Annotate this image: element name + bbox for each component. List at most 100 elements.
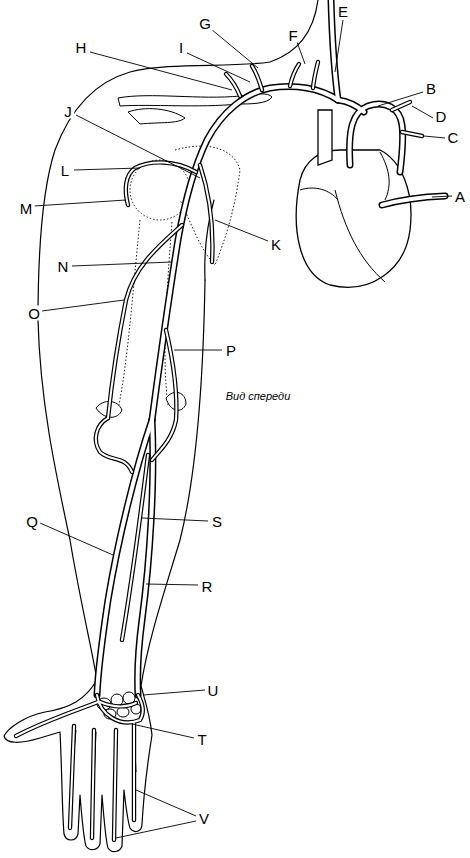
artery [114,730,116,840]
artery [122,455,148,640]
artery [252,66,262,90]
artery [16,702,98,736]
metacarpal-bones [72,728,136,782]
callout-letter: V [197,811,211,826]
leader-line [297,42,305,64]
artery [70,726,74,828]
artery [313,62,318,88]
callout-letter: G [197,16,213,31]
artery [92,730,94,838]
callout-letter: C [446,130,461,145]
leader-line [116,821,196,838]
leader-line [143,690,205,695]
callout-letter: Q [24,514,40,529]
carpal-bones [97,692,141,719]
callout-letter: B [424,81,438,96]
leader-line [335,20,343,72]
artery [152,87,338,421]
callout-letter: T [195,732,208,747]
artery [382,196,445,205]
leader-line [146,584,198,585]
artery [350,104,403,172]
artery [252,66,262,90]
artery [92,730,94,838]
leader-line [72,262,172,266]
artery [152,87,338,421]
artery [122,455,148,640]
callout-letter: U [206,683,221,698]
artery [126,162,196,205]
leader-line [136,790,196,816]
artery [200,165,213,262]
leader-line [432,196,452,197]
callout-letter: A [453,189,467,204]
artery [402,132,422,136]
callout-letter: D [434,109,449,124]
artery [313,62,318,88]
artery [350,104,403,172]
callout-letter: J [62,104,74,119]
leader-line [378,92,423,106]
artery [226,74,240,96]
branch-outline [16,62,422,840]
artery [97,695,143,722]
callout-letter: S [210,514,224,529]
branch-lumen [16,62,422,840]
leader-line [174,350,222,351]
arm-outline [4,0,318,852]
leader-line [215,220,268,241]
vena-cava [318,110,332,165]
leader-line [40,523,113,555]
acromion [128,109,185,124]
callout-letter: P [224,343,238,358]
callout-letter: R [200,579,215,594]
artery [226,74,240,96]
artery [152,330,176,460]
leader-line [187,53,250,82]
artery-lumen [97,0,445,695]
leader-line [90,52,232,90]
artery [108,225,182,418]
leader-line [211,29,258,68]
artery [100,702,136,706]
artery [200,165,213,262]
artery [392,102,410,110]
artery [402,132,422,136]
artery-outline [97,0,445,695]
leader-line [424,136,445,138]
heart-groove [300,152,389,282]
artery [132,724,136,820]
artery [97,695,143,722]
artery [126,162,196,205]
leader-line [76,115,200,178]
leader-line [74,168,140,170]
leader-line [132,724,194,738]
artery [114,730,116,840]
artery [108,225,182,418]
callout-letter: F [286,28,299,43]
callout-letter: K [269,237,283,252]
artery [382,196,445,205]
artery [392,102,410,110]
leader-line [34,200,126,206]
leader-lines [34,20,452,838]
callout-letter: L [59,163,71,178]
callout-letter: N [56,259,71,274]
callout-letter: H [74,40,89,55]
artery [133,724,135,820]
artery [70,726,74,828]
callout-letter: E [336,4,350,19]
artery [16,702,98,736]
artery [290,64,299,86]
artery [100,702,136,706]
callout-letter: M [18,201,35,216]
callout-letter: I [177,40,185,55]
leader-line [142,518,208,521]
leader-line [42,300,124,311]
artery [290,64,299,86]
view-caption: Вид спереди [224,391,293,402]
artery [96,418,132,472]
